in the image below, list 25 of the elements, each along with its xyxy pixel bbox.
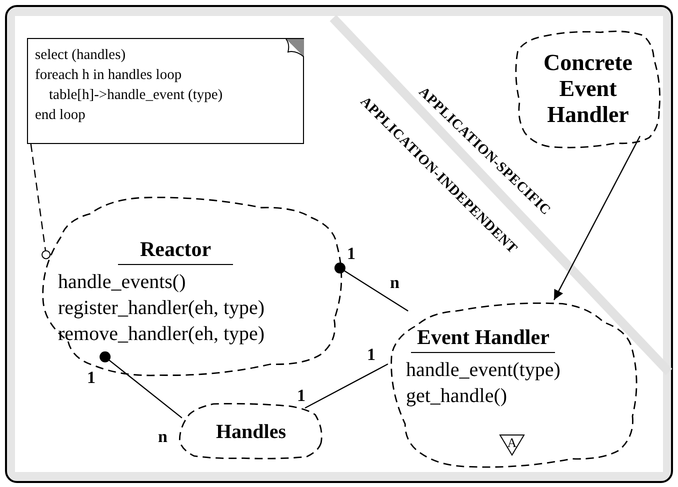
abstract-adornment: A — [499, 434, 525, 456]
code-line: table[h]->handle_event (type) — [48, 86, 223, 105]
class-name: Event Handler — [410, 324, 556, 353]
note-box — [27, 38, 304, 144]
multiplicity-label: n — [158, 428, 168, 446]
code-line: select (handles) — [35, 46, 126, 65]
method-text: remove_handler(eh, type) — [58, 322, 265, 347]
method-text: handle_event(type) — [406, 358, 560, 383]
method-text: handle_events() — [58, 270, 186, 295]
arrow — [554, 136, 641, 300]
connector-line — [304, 363, 388, 409]
multiplicity-label: 1 — [297, 387, 306, 405]
class-name: Handles — [216, 420, 286, 445]
multiplicity-label: 1 — [347, 245, 356, 263]
connector-line — [334, 262, 408, 312]
code-line: end loop — [35, 106, 86, 125]
code-line: foreach h in handles loop — [35, 66, 182, 85]
multiplicity-label: n — [390, 274, 400, 292]
connector-line — [100, 351, 182, 418]
connector-line — [30, 144, 51, 260]
class-name: Reactor — [118, 236, 234, 265]
method-text: get_handle() — [406, 384, 508, 409]
multiplicity-label: 1 — [87, 369, 96, 387]
method-text: register_handler(eh, type) — [58, 296, 265, 321]
multiplicity-label: 1 — [367, 346, 376, 364]
